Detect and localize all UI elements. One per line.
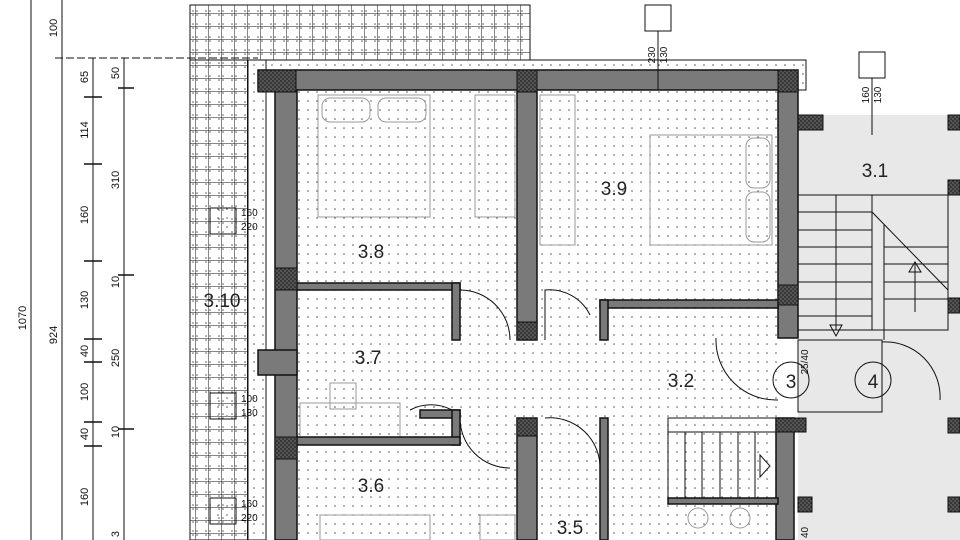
- dimension-texts: 1070 924 100 65 114 160 130 40 100 40 16…: [17, 19, 122, 537]
- dim-inner: 924: [48, 326, 60, 344]
- window-4-height: 130: [241, 408, 258, 419]
- dim-overall: 1070: [17, 306, 29, 330]
- marker-4: 4: [868, 372, 879, 393]
- dim-3: 3: [110, 531, 122, 537]
- room-3-10: 3.10: [204, 291, 241, 312]
- dim-160: 160: [79, 206, 91, 224]
- columns: [257, 69, 960, 513]
- dim-40: 40: [79, 345, 91, 357]
- section-markers: 3 4: [772, 361, 892, 399]
- dim-50: 50: [110, 67, 122, 79]
- dim-100: 100: [79, 383, 91, 401]
- window-5-width: 160: [241, 499, 258, 510]
- dim-130: 130: [79, 291, 91, 309]
- dim-10: 10: [110, 276, 122, 288]
- dim-160b: 160: [79, 488, 91, 506]
- dim-310: 310: [110, 171, 122, 189]
- window-labels: 230 130 160 130 160 220 100 130 160 220 …: [241, 46, 884, 538]
- room-3-5: 3.5: [557, 518, 583, 539]
- dim-10b: 10: [110, 426, 122, 438]
- window-1-width: 230: [647, 46, 658, 63]
- window-3-width: 160: [241, 208, 258, 219]
- furniture: [299, 94, 773, 540]
- marker-3: 3: [786, 372, 797, 393]
- room-3-8: 3.8: [358, 242, 384, 263]
- dim-65: 65: [79, 71, 91, 83]
- dimension-lines: [30, 0, 258, 540]
- window-2-width: 160: [861, 86, 872, 103]
- room-3-6: 3.6: [358, 476, 384, 497]
- window-1-height: 130: [659, 46, 670, 63]
- terrace: [189, 4, 531, 540]
- dim-114: 114: [79, 121, 91, 139]
- staircase-inner: [667, 417, 777, 499]
- stair-note: 25/40: [800, 349, 811, 374]
- window-markers: [209, 4, 886, 525]
- room-3-9: 3.9: [601, 179, 627, 200]
- room-3-1: 3.1: [862, 161, 888, 182]
- room-labels: 3.8 3.9 3.7 3.2 3.6 3.5 3.1 3.10: [204, 161, 889, 539]
- staircase-main: [797, 194, 949, 413]
- walls: [257, 69, 799, 540]
- window-4-width: 100: [241, 394, 258, 405]
- room-3-7: 3.7: [355, 348, 381, 369]
- dim-250: 250: [110, 349, 122, 367]
- bottom-note: 40: [800, 526, 811, 538]
- window-2-height: 130: [873, 86, 884, 103]
- doors[interactable]: [409, 289, 941, 471]
- window-3-height: 220: [241, 222, 258, 233]
- dim-top: 100: [48, 19, 60, 37]
- window-5-height: 220: [241, 513, 258, 524]
- room-3-2: 3.2: [668, 371, 694, 392]
- dim-40b: 40: [79, 428, 91, 440]
